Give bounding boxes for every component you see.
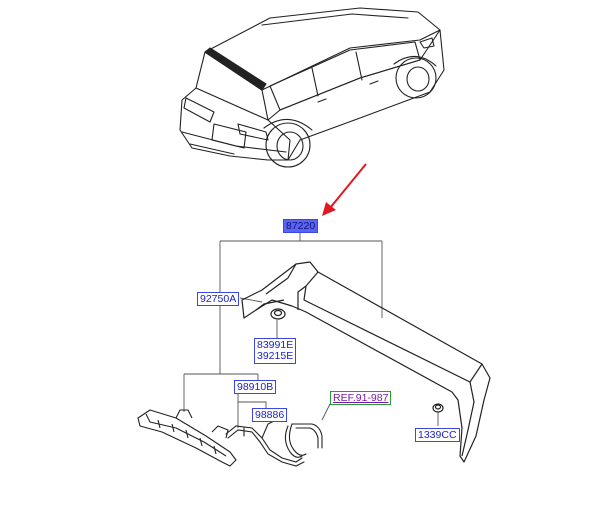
part-label-39215e[interactable]: 39215E	[257, 350, 294, 362]
part-label-83991e-39215e[interactable]: 83991E 39215E	[254, 338, 297, 364]
part-label-98910b[interactable]: 98910B	[234, 380, 277, 394]
reference-link-91-987[interactable]: REF.91-987	[330, 391, 392, 405]
rear-spoiler-part	[241, 261, 491, 463]
car-illustration	[179, 7, 445, 168]
part-label-92750a[interactable]: 92750A	[197, 292, 240, 306]
washer-hose-part	[284, 423, 323, 458]
stop-lamp-part	[137, 409, 237, 467]
part-label-87220[interactable]: 87220	[283, 219, 319, 233]
part-label-1339cc[interactable]: 1339CC	[415, 428, 460, 442]
part-label-83991e[interactable]: 83991E	[257, 339, 294, 351]
pointer-arrow	[322, 163, 367, 216]
leader-lines	[183, 232, 439, 428]
part-label-98886[interactable]: 98886	[252, 408, 288, 422]
